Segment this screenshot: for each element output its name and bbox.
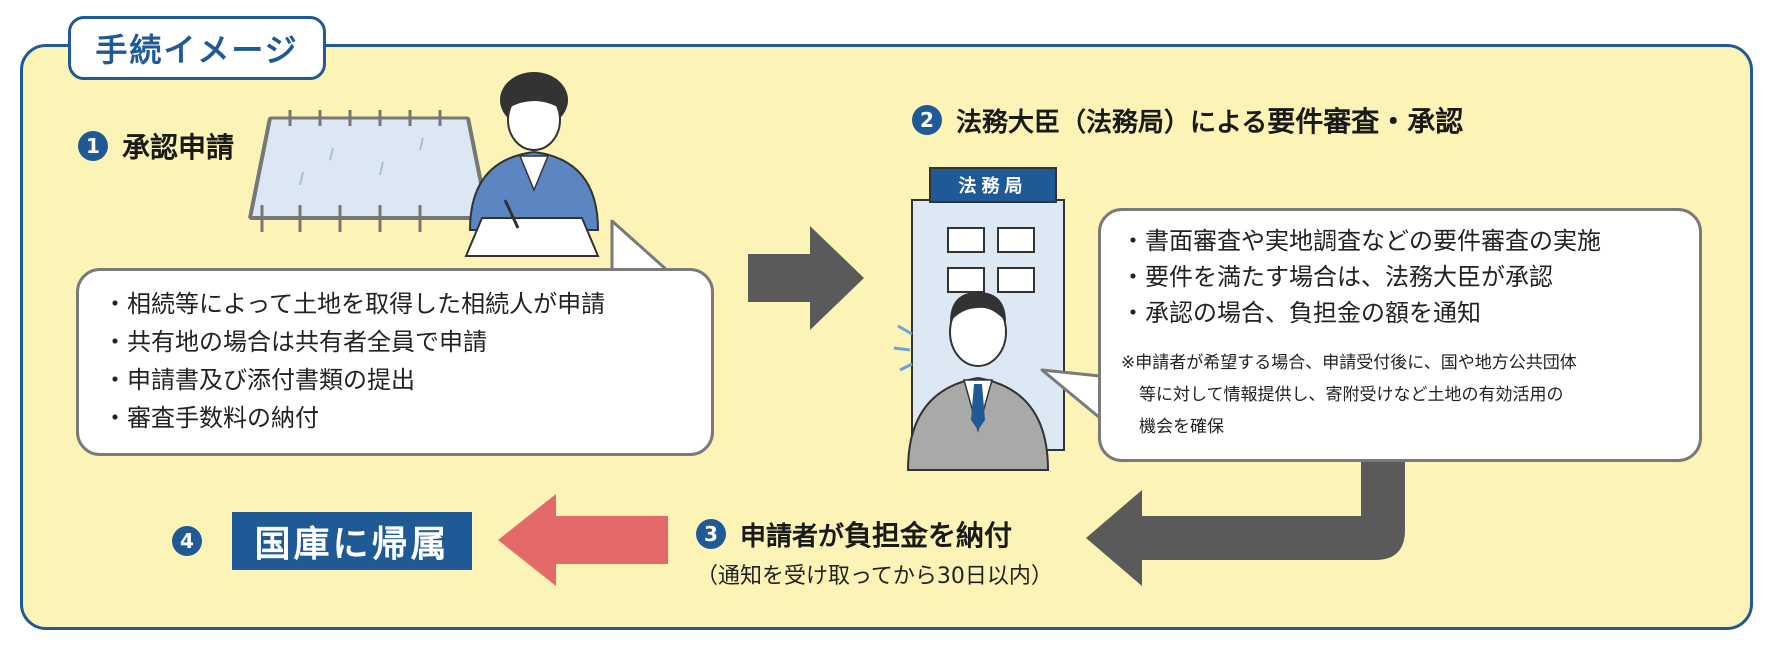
step4-result-label: 国庫に帰属: [232, 512, 472, 570]
step1-number-badge: 1: [78, 131, 108, 161]
step2-note-line: 機会を確保: [1139, 417, 1224, 437]
step1-bullet: ・相続等によって土地を取得した相続人が申請: [103, 290, 606, 318]
step2-number-badge: 2: [912, 105, 942, 135]
arrow-step2-to-step3: [1086, 458, 1405, 586]
step2-bullet-list: ・書面審査や実地調査などの要件審査の実施 ・要件を満たす場合は、法務大臣が承認 …: [1101, 211, 1699, 331]
step1-bullet: ・申請書及び添付書類の提出: [103, 366, 415, 394]
bubble1-tail: [610, 219, 670, 273]
step2-bubble: ・書面審査や実地調査などの要件審査の実施 ・要件を満たす場合は、法務大臣が承認 …: [1098, 208, 1702, 462]
step3-heading: 3 申請者が 負担金を納付: [696, 514, 1012, 554]
step1-bullet: ・共有地の場合は共有者全員で申請: [103, 328, 487, 356]
step2-heading: 2 法務大臣（法務局）による 要件審査・承認: [912, 100, 1463, 140]
land-field-illustration: [248, 110, 490, 232]
step2-note-line: ※申請者が希望する場合、申請受付後に、国や地方公共団体: [1121, 353, 1577, 373]
step4-number-badge: 4: [172, 526, 202, 556]
step3-number-badge: 3: [696, 519, 726, 549]
step2-note-line: 等に対して情報提供し、寄附受けなど土地の有効活用の: [1139, 385, 1564, 405]
step1-title: 承認申請: [122, 131, 235, 164]
procedure-image-tab: 手続イメージ: [68, 16, 326, 80]
step1-heading: 1 承認申請: [78, 126, 234, 166]
applicant-woman-illustration: [464, 72, 600, 257]
step2-bullet: ・要件を満たす場合は、法務大臣が承認: [1121, 263, 1553, 291]
step1-bullet-list: ・相続等によって土地を取得した相続人が申請 ・共有地の場合は共有者全員で申請 ・…: [79, 271, 711, 437]
step2-title-part2: 要件審査・承認: [1267, 105, 1464, 138]
building-sign: 法務局: [958, 176, 1028, 197]
step3-title-part1: 申請者が: [740, 521, 845, 552]
arrow-step1-to-step2: [748, 226, 864, 330]
step1-bubble: ・相続等によって土地を取得した相続人が申請 ・共有地の場合は共有者全員で申請 ・…: [76, 268, 714, 456]
official-man-illustration: [893, 292, 1050, 471]
step1-bullet: ・審査手数料の納付: [103, 404, 319, 432]
step3-subtitle: （通知を受け取ってから30日以内）: [696, 564, 1053, 589]
step3-title-part2: 負担金を納付: [844, 519, 1013, 552]
step2-note: ※申請者が希望する場合、申請受付後に、国や地方公共団体 等に対して情報提供し、寄…: [1121, 347, 1577, 443]
step2-title-part1: 法務大臣（法務局）による: [956, 107, 1268, 138]
arrow-step3-to-step4: [498, 494, 668, 586]
step2-bullet: ・承認の場合、負担金の額を通知: [1121, 299, 1481, 327]
step2-bullet: ・書面審査や実地調査などの要件審査の実施: [1121, 227, 1601, 255]
step4-heading: 4: [172, 526, 216, 556]
